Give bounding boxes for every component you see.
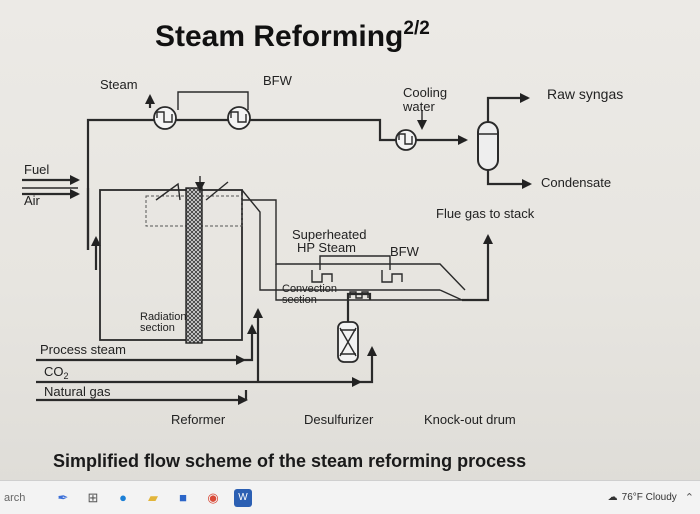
- cooling-water-label-2: water: [402, 99, 435, 114]
- reformer-label: Reformer: [171, 412, 226, 427]
- air-label: Air: [24, 193, 41, 208]
- chrome-icon[interactable]: ◉: [207, 489, 219, 505]
- chevron-up-icon[interactable]: ⌃: [684, 492, 694, 504]
- folder-icon[interactable]: ▰: [148, 489, 158, 505]
- heat-exchanger-1: [153, 106, 177, 130]
- heat-exchanger-2: [227, 106, 251, 130]
- taskbar: arch ✒ ⊞ ● ▰ ■ ◉ W ☁ 76°F Cloudy ⌃: [0, 480, 700, 514]
- feed-lines: [36, 308, 377, 405]
- desulfurizer-label: Desulfurizer: [304, 412, 374, 427]
- convection-label-1: Convection: [282, 283, 337, 295]
- radiation-label-2: section: [140, 322, 175, 334]
- slide-caption: Simplified flow scheme of the steam refo…: [53, 451, 526, 471]
- grid-icon[interactable]: ⊞: [87, 489, 99, 505]
- weather-widget[interactable]: ☁ 76°F Cloudy: [608, 492, 677, 503]
- process-steam-label: Process steam: [40, 342, 126, 357]
- co2-label: CO2: [44, 364, 69, 381]
- cooling-water-label-1: Cooling: [403, 85, 447, 100]
- browser-icon[interactable]: ●: [119, 490, 127, 505]
- weather-text: 76°F Cloudy: [621, 492, 677, 503]
- cloud-icon: ☁: [607, 492, 618, 503]
- superheated-label-1: Superheated: [292, 227, 366, 242]
- bfw-top-label: BFW: [263, 73, 293, 88]
- desulfurizer: [337, 292, 372, 363]
- flue-gas-label: Flue gas to stack: [436, 206, 535, 221]
- convection-label-2: section: [282, 294, 317, 306]
- slide-title: Steam Reforming2/2: [155, 18, 430, 53]
- taskbar-search[interactable]: arch: [4, 491, 26, 504]
- slide: Steam Reforming2/2 Steam BFW Cooling wat…: [0, 0, 700, 480]
- knockout-drum-label: Knock-out drum: [424, 412, 516, 427]
- bfw-mid-label: BFW: [390, 244, 420, 259]
- reformer-furnace: [86, 176, 466, 344]
- process-flow-diagram: Steam Reforming2/2 Steam BFW Cooling wat…: [22, 18, 623, 471]
- steam-label: Steam: [100, 77, 138, 92]
- store-icon[interactable]: ■: [179, 490, 187, 505]
- raw-syngas-label: Raw syngas: [547, 86, 623, 102]
- convection-section: [275, 255, 463, 301]
- word-icon[interactable]: W: [234, 488, 252, 507]
- syngas-cooler: [395, 110, 427, 151]
- natural-gas-label: Natural gas: [44, 384, 111, 399]
- condensate-label: Condensate: [541, 175, 611, 190]
- fuel-air-inlets: [22, 175, 80, 199]
- fuel-label: Fuel: [24, 162, 49, 177]
- radiation-label-1: Radiation: [140, 311, 186, 323]
- knock-out-drum: [477, 93, 532, 189]
- superheated-label-2: HP Steam: [297, 240, 356, 255]
- pen-icon[interactable]: ✒: [57, 489, 69, 505]
